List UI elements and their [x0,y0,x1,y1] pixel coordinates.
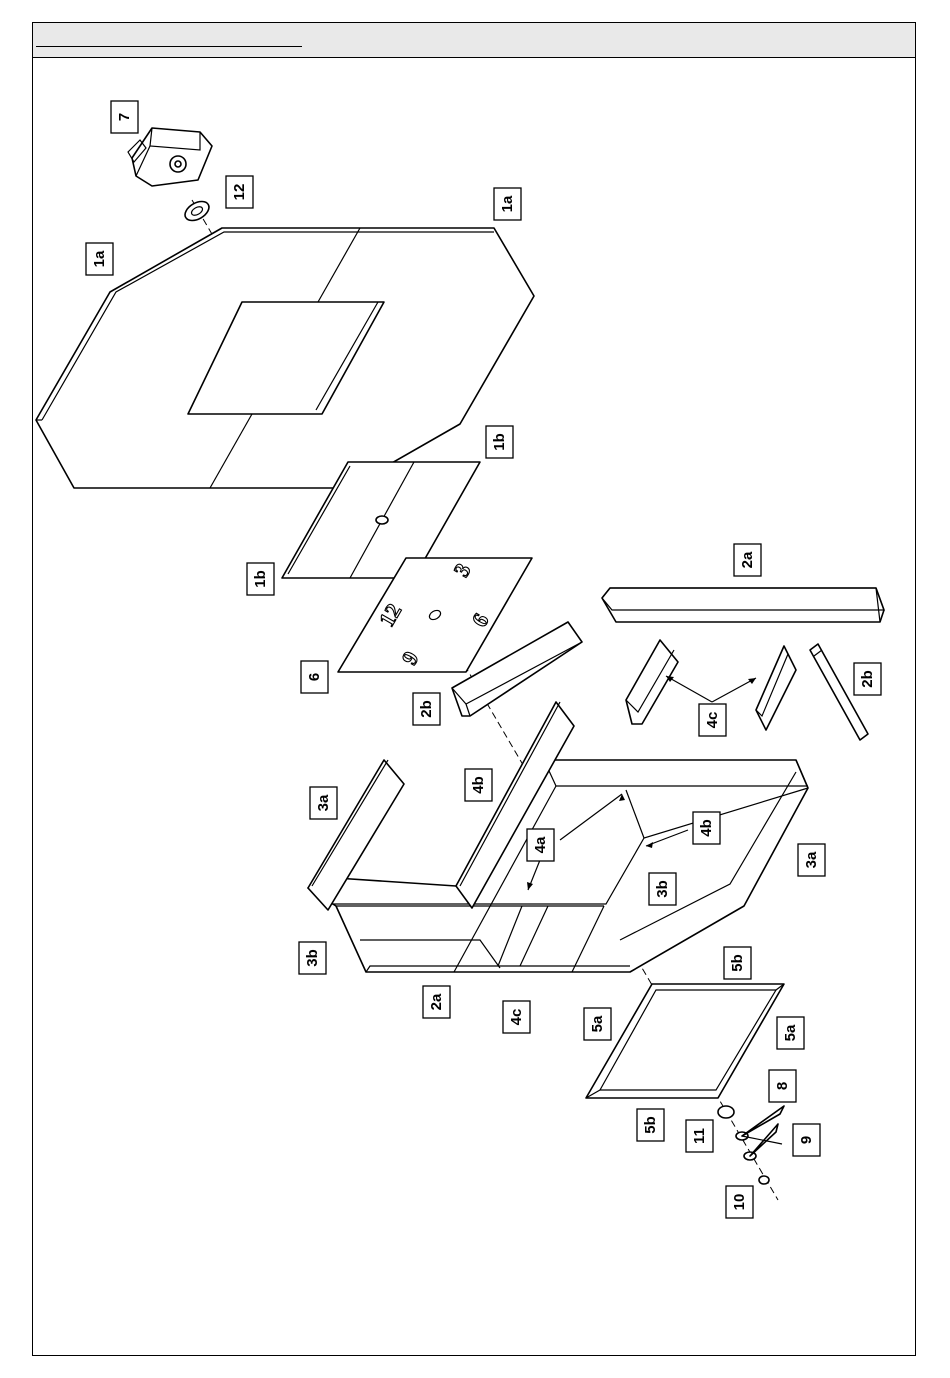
label-4c-bottom: 4c [503,1001,530,1033]
svg-text:11: 11 [691,1128,708,1144]
hex-nut [718,1106,734,1118]
svg-text:4c: 4c [508,1009,525,1026]
label-3a-left: 3a [310,787,337,819]
frame-assembly [308,702,808,972]
label-3b-inner: 3b [649,873,676,905]
label-4b-top: 4b [465,769,492,801]
svg-text:2b: 2b [859,670,876,688]
svg-text:5a: 5a [782,1024,799,1041]
svg-text:3a: 3a [315,794,332,811]
svg-text:4b: 4b [470,776,487,794]
label-2b-right: 2b [854,663,881,695]
leader-lines-4c [666,676,756,702]
label-3a-right: 3a [798,844,825,876]
block-4c-right [756,646,796,730]
washer [182,198,213,225]
label-5b-bottom: 5b [637,1109,664,1141]
svg-text:6: 6 [306,673,323,681]
label-1a-left: 1a [86,243,113,275]
label-2a-bottom: 2a [423,986,450,1018]
svg-text:1a: 1a [91,250,108,267]
label-1b-top: 1b [486,426,513,458]
label-1a-right: 1a [494,188,521,220]
label-4a: 4a [527,829,554,861]
svg-text:5b: 5b [729,954,746,972]
svg-text:7: 7 [116,113,133,121]
label-12: 12 [226,176,253,208]
svg-text:1b: 1b [252,570,269,588]
label-5a-right: 5a [777,1017,804,1049]
svg-text:5b: 5b [642,1116,659,1134]
svg-text:12: 12 [231,184,248,201]
svg-text:3b: 3b [654,880,671,898]
label-3b-left: 3b [299,942,326,974]
svg-text:5a: 5a [589,1015,606,1032]
block-4c-left [626,640,678,724]
label-2b-left: 2b [413,693,440,725]
svg-text:4c: 4c [704,712,721,729]
label-11: 11 [686,1120,713,1152]
label-5a-left: 5a [584,1008,611,1040]
svg-text:10: 10 [731,1194,748,1211]
label-5b-top: 5b [724,947,751,979]
label-4c-top: 4c [699,704,726,736]
svg-text:2b: 2b [418,700,435,718]
svg-text:1b: 1b [491,433,508,451]
svg-text:4a: 4a [532,836,549,853]
label-4b-right: 4b [693,812,720,844]
clock-movement [128,128,212,186]
label-8: 8 [769,1070,796,1102]
svg-text:2a: 2a [739,551,756,568]
label-10: 10 [726,1186,753,1218]
label-9: 9 [793,1124,820,1156]
label-7: 7 [111,101,138,133]
label-1b-bottom: 1b [247,563,274,595]
svg-text:1a: 1a [499,195,516,212]
label-2a-top: 2a [734,544,761,576]
svg-text:3a: 3a [803,851,820,868]
svg-text:8: 8 [774,1082,791,1090]
label-6: 6 [301,661,328,693]
front-frame-5 [586,984,784,1098]
slat-2a-loose [602,588,884,622]
svg-text:9: 9 [798,1136,815,1144]
svg-text:4b: 4b [698,819,715,837]
clock-hands [736,1106,784,1184]
svg-text:3b: 3b [304,949,321,967]
svg-text:2a: 2a [428,993,445,1010]
